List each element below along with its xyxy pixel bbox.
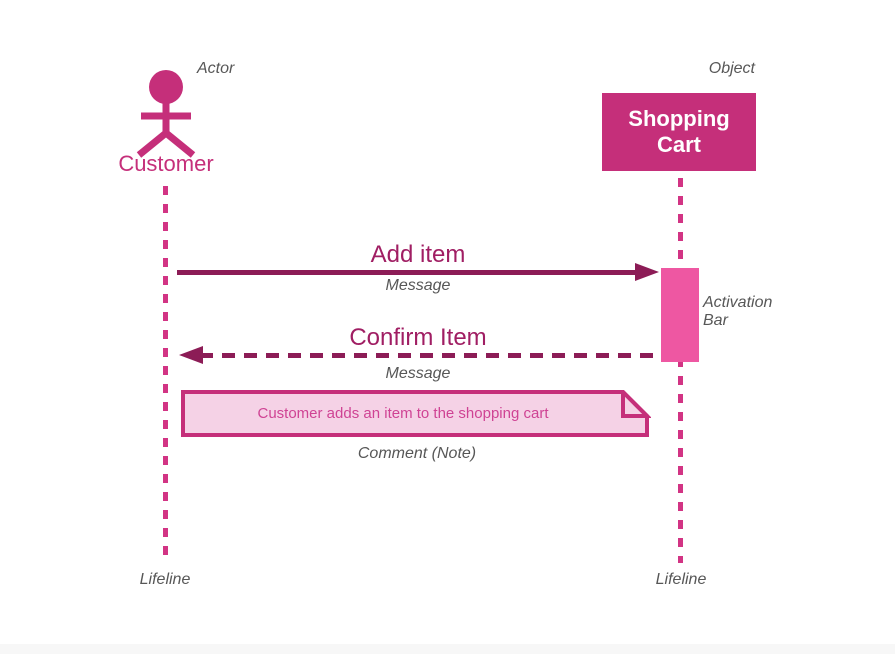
note-shape <box>181 390 651 437</box>
message2-arrowhead-icon <box>179 346 203 364</box>
message1-label: Add item <box>370 241 466 268</box>
message2-annotation: Message <box>385 365 451 382</box>
actor-name-label: Customer <box>118 151 214 176</box>
actor-stick-figure-icon <box>136 70 196 158</box>
bottom-strip <box>0 644 895 654</box>
actor-annotation: Actor <box>197 60 235 77</box>
message1-annotation: Message <box>385 277 451 294</box>
message2-label: Confirm Item <box>349 324 487 351</box>
activation-bar-annotation: Activation Bar <box>703 294 773 330</box>
lifeline-object <box>678 178 683 563</box>
lifeline-annotation-right: Lifeline <box>655 571 707 588</box>
note-text: Customer adds an item to the shopping ca… <box>257 404 549 422</box>
object-box: Shopping Cart <box>602 93 756 171</box>
message1-arrow-line <box>177 270 639 275</box>
lifeline-actor <box>163 186 168 563</box>
object-annotation: Object <box>708 60 755 77</box>
comment-note-annotation: Comment (Note) <box>357 445 477 462</box>
object-name-label: Shopping Cart <box>628 106 730 157</box>
activation-bar <box>661 268 699 362</box>
lifeline-annotation-left: Lifeline <box>139 571 191 588</box>
message2-arrow-line <box>200 353 658 358</box>
message1-arrowhead-icon <box>635 263 659 281</box>
